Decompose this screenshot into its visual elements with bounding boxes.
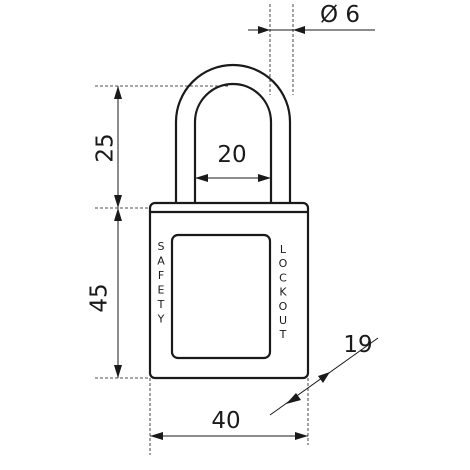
body-width-value: 40 [211,408,240,434]
diameter-dimension: Ø 6 [248,2,375,95]
body-height-dimension: 45 [87,208,150,379]
inner-width-value: 20 [217,142,246,168]
thickness-value: 19 [343,332,372,358]
body-height-value: 45 [87,283,113,312]
body-width-dimension: 40 [149,378,308,455]
shackle-height-value: 25 [93,133,119,162]
inner-width-dimension: 20 [195,142,271,182]
label-window [170,233,272,360]
padlock-shackle [174,63,292,203]
shackle-height-dimension: 25 [93,85,230,209]
thickness-dimension: 19 [269,332,379,445]
diameter-value: Ø 6 [320,2,360,28]
padlock-body [148,201,310,380]
